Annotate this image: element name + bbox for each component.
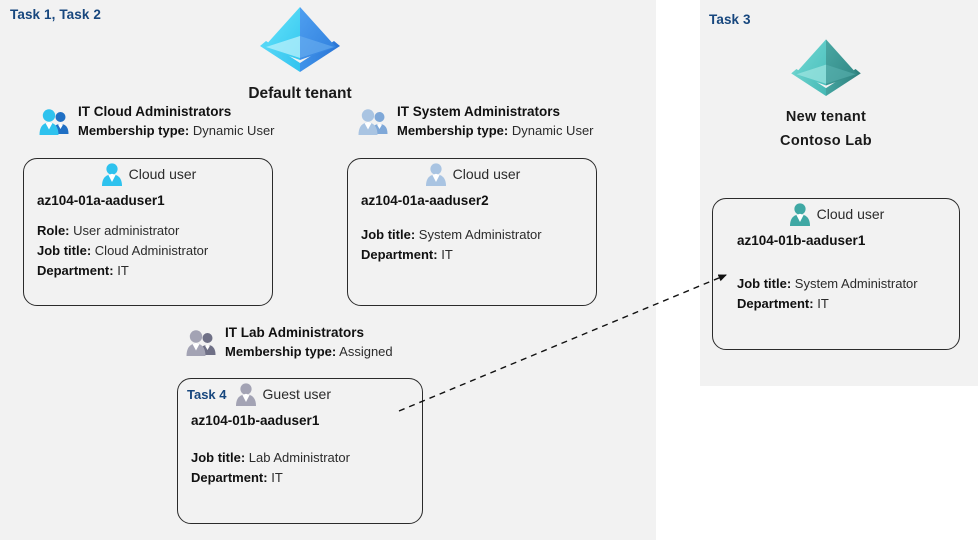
attribute-value: IT xyxy=(817,295,829,311)
user-card-az104-01b-aaduser1-cloud[interactable]: Cloud user az104-01b-aaduser1 Job title:… xyxy=(712,198,960,350)
membership-value: Dynamic User xyxy=(511,122,594,138)
guest-user-avatar-icon xyxy=(235,382,256,406)
attribute-value: Cloud Administrator xyxy=(94,242,209,258)
membership-value: Dynamic User xyxy=(192,122,275,138)
default-tenant-panel xyxy=(0,0,656,540)
card-attributes: Job title: Lab Administrator Department:… xyxy=(178,448,422,488)
cloud-user-avatar-icon xyxy=(101,162,122,186)
user-type-label: Guest user xyxy=(262,386,331,402)
attribute-value: IT xyxy=(441,246,453,262)
card-attributes: Job title: System Administrator Departme… xyxy=(348,225,596,265)
attribute-label: Job title: xyxy=(361,227,416,242)
group-it-lab-administrators: IT Lab Administrators Membership type: A… xyxy=(185,325,393,361)
membership-label: Membership type: xyxy=(225,343,337,359)
attribute-value: System Administrator xyxy=(794,276,918,291)
attribute-value: System Administrator xyxy=(418,227,542,242)
attribute-value: IT xyxy=(271,469,283,485)
attribute-value: Lab Administrator xyxy=(248,450,350,465)
azure-tenant-icon xyxy=(791,39,861,96)
attribute-label: Job title: xyxy=(737,276,792,291)
default-tenant-block: Default tenant xyxy=(200,2,400,105)
attribute-row: Job title: System Administrator xyxy=(361,225,596,245)
group-membership: Membership type: Dynamic User xyxy=(397,121,594,141)
task-label-1-2: Task 1, Task 2 xyxy=(10,7,101,22)
attribute-row: Job title: Cloud Administrator xyxy=(37,241,272,261)
card-header: Cloud user xyxy=(713,199,959,229)
attribute-label: Department: xyxy=(361,246,438,262)
attribute-label: Job title: xyxy=(191,450,246,465)
group-users-icon xyxy=(186,330,216,356)
username: az104-01a-aaduser1 xyxy=(37,193,165,208)
group-membership: Membership type: Assigned xyxy=(225,342,393,362)
group-name: IT Cloud Administrators xyxy=(78,104,232,119)
group-users-icon xyxy=(39,109,69,135)
attribute-row: Job title: Lab Administrator xyxy=(191,448,422,468)
membership-value: Assigned xyxy=(339,343,393,359)
user-card-az104-01b-aaduser1-guest[interactable]: Task 4 Guest user az104-01b-aaduser1 Job… xyxy=(177,378,423,524)
attribute-row: Department: IT xyxy=(361,245,596,265)
username: az104-01b-aaduser1 xyxy=(737,233,866,248)
card-attributes: Job title: System Administrator Departme… xyxy=(713,274,959,314)
username: az104-01a-aaduser2 xyxy=(361,193,489,208)
membership-label: Membership type: xyxy=(397,122,509,138)
attribute-row: Department: IT xyxy=(191,468,422,488)
user-type-label: Cloud user xyxy=(452,166,521,182)
default-tenant-caption: Default tenant xyxy=(248,85,352,102)
cloud-user-avatar-icon xyxy=(425,162,446,186)
attribute-label: Role: xyxy=(37,223,70,238)
card-header: Task 4 Guest user xyxy=(178,379,422,409)
membership-label: Membership type: xyxy=(78,122,190,138)
attribute-label: Job title: xyxy=(37,242,92,258)
group-users-icon xyxy=(358,109,388,135)
attribute-label: Department: xyxy=(191,469,268,485)
attribute-row: Department: IT xyxy=(737,294,959,314)
task-label-4: Task 4 xyxy=(187,386,227,402)
group-it-cloud-administrators: IT Cloud Administrators Membership type:… xyxy=(38,104,275,140)
attribute-label: Department: xyxy=(37,262,114,278)
azure-tenant-icon xyxy=(260,7,340,72)
new-tenant-caption-line1: New tenant xyxy=(785,109,867,125)
cloud-user-avatar-icon xyxy=(789,202,810,226)
new-tenant-caption-line2: Contoso Lab xyxy=(780,133,872,150)
card-attributes: Role: User administrator Job title: Clou… xyxy=(24,221,272,280)
card-header: Cloud user xyxy=(348,159,596,189)
user-card-az104-01a-aaduser1[interactable]: Cloud user az104-01a-aaduser1 Role: User… xyxy=(23,158,273,306)
user-card-az104-01a-aaduser2[interactable]: Cloud user az104-01a-aaduser2 Job title:… xyxy=(347,158,597,306)
new-tenant-block: New tenant Contoso Lab xyxy=(726,34,926,152)
group-membership: Membership type: Dynamic User xyxy=(78,121,275,141)
card-header: Cloud user xyxy=(24,159,272,189)
group-name: IT System Administrators xyxy=(397,104,561,119)
task-label-3: Task 3 xyxy=(709,12,751,27)
attribute-row: Job title: System Administrator xyxy=(737,274,959,294)
username: az104-01b-aaduser1 xyxy=(191,413,320,428)
user-type-label: Cloud user xyxy=(816,206,885,222)
user-type-label: Cloud user xyxy=(128,166,197,182)
attribute-row: Department: IT xyxy=(37,261,272,281)
group-it-system-administrators: IT System Administrators Membership type… xyxy=(357,104,594,140)
attribute-value: User administrator xyxy=(73,223,180,238)
attribute-row: Role: User administrator xyxy=(37,221,272,241)
attribute-label: Department: xyxy=(737,295,814,311)
group-name: IT Lab Administrators xyxy=(225,325,365,340)
attribute-value: IT xyxy=(117,262,129,278)
